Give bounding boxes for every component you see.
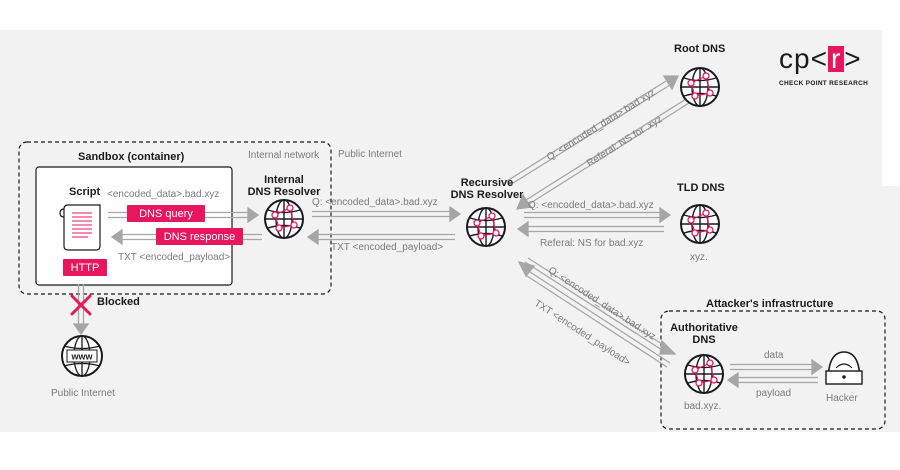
tld-query-label: Q: <encoded_data>.bad.xyz xyxy=(528,200,654,211)
internal-network-label: Internal network xyxy=(248,150,320,161)
hacker-icon xyxy=(825,351,863,385)
payload-label: payload xyxy=(756,388,792,399)
arrow-root-to-recursive xyxy=(515,98,690,210)
arrow-tld-to-recursive xyxy=(516,220,664,238)
logo-tagline: CHECK POINT RESEARCH xyxy=(779,80,869,87)
script-title: Script xyxy=(69,186,101,198)
tld-dns-globe-icon xyxy=(680,204,720,244)
dns-query-pill: DNS query xyxy=(127,205,205,222)
attacker-infra-title: Attacker's infrastructure xyxy=(706,298,834,310)
dns-response-pill: DNS response xyxy=(156,228,243,245)
logo-right: > xyxy=(844,43,862,74)
recursive-resolver-globe-icon xyxy=(466,207,506,247)
arrow-recursive-to-tld xyxy=(524,206,672,224)
logo-r: r xyxy=(827,45,845,73)
recursive-resolver-title-2: DNS Resolver xyxy=(450,189,524,201)
logo: cp<r> xyxy=(779,43,862,75)
script-query-label: <encoded_data>.bad.xyz xyxy=(107,189,220,200)
authoritative-dns-globe-icon xyxy=(684,354,724,394)
public-internet-region-label: Public Internet xyxy=(338,149,402,160)
authoritative-zone-label: bad.xyz. xyxy=(684,401,722,412)
script-document-icon xyxy=(59,204,101,251)
blocked-label: Blocked xyxy=(97,296,140,308)
arrow-internal-to-recursive xyxy=(312,205,462,223)
arrows xyxy=(72,75,824,389)
arrow-recursive-to-internal xyxy=(306,228,455,246)
www-globe-icon xyxy=(61,335,103,377)
internal-resolver-globe-icon xyxy=(264,199,304,239)
root-dns-globe-icon xyxy=(680,67,720,107)
arrow-hacker-to-auth xyxy=(726,371,818,389)
internal-response-label: TXT <encoded_payload> xyxy=(331,242,444,253)
arrow-recursive-to-root xyxy=(506,75,680,186)
arrow-recursive-to-auth xyxy=(524,257,677,355)
internal-query-label: Q: <encoded_data>.bad.xyz xyxy=(312,197,438,208)
tld-dns-title: TLD DNS xyxy=(677,182,725,194)
sandbox-title: Sandbox (container) xyxy=(78,151,185,163)
script-response-label: TXT <encoded_payload> xyxy=(118,252,231,263)
hacker-label: Hacker xyxy=(826,393,858,404)
authoritative-dns-title-2: DNS xyxy=(692,334,716,346)
www-label: www xyxy=(70,352,93,362)
internal-resolver-title-1: Internal xyxy=(264,174,304,186)
arrow-auth-to-hacker xyxy=(730,358,824,376)
background-notch xyxy=(882,30,900,186)
public-internet-caption: Public Internet xyxy=(51,388,115,399)
authoritative-dns-title-1: Authoritative xyxy=(670,322,738,334)
script-container xyxy=(35,166,233,286)
arrow-auth-to-recursive xyxy=(517,261,671,368)
tld-referral-label: Referal: NS for bad.xyz xyxy=(540,238,644,249)
tld-zone-label: xyz. xyxy=(690,252,708,263)
recursive-resolver-title-1: Recursive xyxy=(460,177,514,189)
logo-left: cp< xyxy=(779,43,828,74)
blocked-x-icon xyxy=(70,294,92,316)
sandbox-boundary xyxy=(18,141,332,295)
internal-resolver-title-2: DNS Resolver xyxy=(247,186,321,198)
http-pill: HTTP xyxy=(63,259,107,276)
data-label: data xyxy=(764,350,784,361)
root-dns-title: Root DNS xyxy=(674,43,726,55)
